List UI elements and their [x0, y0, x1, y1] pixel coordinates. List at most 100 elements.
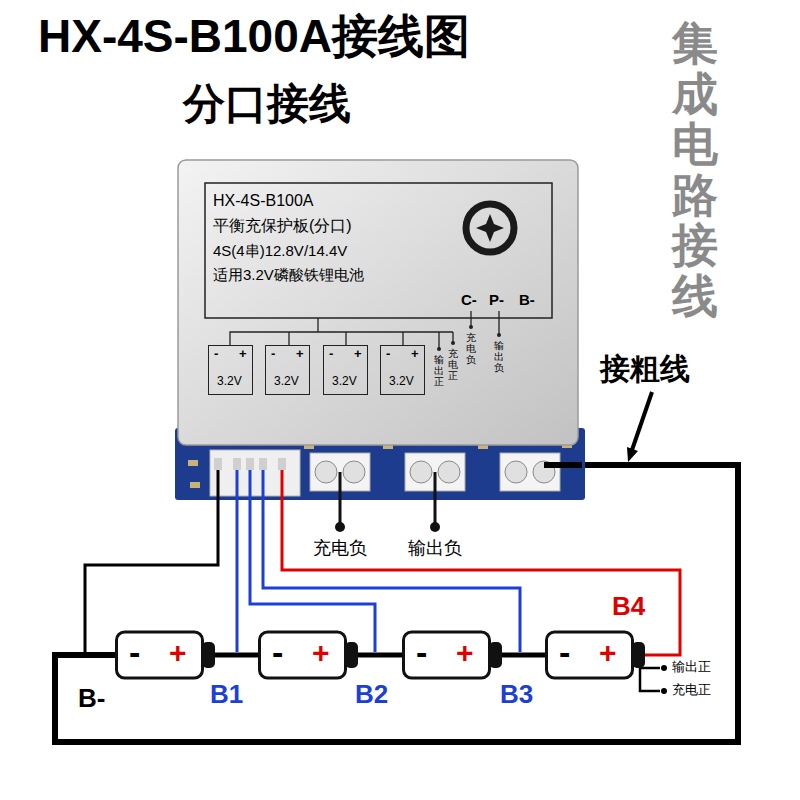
- leader-line: [434, 472, 437, 524]
- terminal-sign: +: [169, 636, 187, 671]
- wire-connector: [502, 653, 545, 658]
- printed-dot: [497, 333, 501, 337]
- terminal-sign: -: [272, 633, 283, 672]
- terminal-bolt: [315, 461, 337, 483]
- terminal-bolt: [438, 461, 460, 483]
- board-print: 4S(4串)12.8V/14.4V: [213, 242, 347, 259]
- board-print: 输出正: [434, 354, 444, 387]
- screw-terminal: [500, 453, 560, 491]
- battery-body: [117, 632, 203, 678]
- smd-part: [188, 460, 198, 466]
- callout-label: B4: [612, 592, 645, 622]
- callout-label: 集成电路接线: [672, 18, 718, 322]
- terminal-sign: 3.2V: [389, 375, 414, 389]
- pin-wire: [217, 470, 220, 500]
- battery-cap: [489, 642, 502, 668]
- terminal-sign: +: [411, 347, 419, 362]
- battery-body: [260, 632, 346, 678]
- callout-label: 充电正: [672, 683, 711, 698]
- printed-cell: - +3.2V: [265, 345, 310, 395]
- pin-wire: [249, 470, 252, 500]
- printed-cell: - +3.2V: [323, 345, 368, 395]
- callout-label: B2: [355, 680, 388, 710]
- terminal-sign: -: [386, 347, 390, 362]
- battery-cap: [202, 642, 215, 668]
- balance-wire: [263, 500, 520, 652]
- battery-cell: -+: [258, 630, 358, 680]
- callout-label: 输出正: [672, 660, 711, 675]
- terminal-bolt: [410, 461, 432, 483]
- board-print: 充电正: [448, 348, 458, 381]
- connector-pin: [278, 458, 286, 470]
- terminal-sign: 3.2V: [274, 375, 299, 389]
- terminal-sign: 3.2V: [217, 375, 242, 389]
- terminal-sign: -: [329, 347, 333, 362]
- connector-pin: [214, 458, 222, 470]
- callout-label: 分口接线: [183, 80, 351, 128]
- terminal-sign: +: [312, 636, 330, 671]
- terminal-sign: -: [559, 633, 570, 672]
- title-text: HX-4S-B100A接线图: [38, 10, 470, 63]
- connector-pin: [233, 458, 241, 470]
- battery-body: [547, 632, 633, 678]
- battery-cap: [345, 642, 358, 668]
- terminal-sign: -: [129, 633, 140, 672]
- smd-part: [190, 482, 200, 488]
- printed-dot: [469, 325, 473, 329]
- terminal-sign: -: [214, 347, 218, 362]
- terminal-sign: +: [599, 636, 617, 671]
- board-print: C-: [461, 291, 477, 308]
- terminal-bolt: [343, 461, 365, 483]
- printed-wiring: [230, 311, 499, 348]
- board-print: P-: [489, 291, 504, 308]
- logo-star: [476, 214, 504, 242]
- thick-wire-stub: [544, 462, 582, 468]
- board-print: 输出负: [494, 340, 504, 373]
- board-print: 平衡充保护板(分口): [213, 217, 352, 235]
- terminal-sign: 3.2V: [332, 375, 357, 389]
- callout-label: 输出负: [408, 538, 462, 559]
- printed-cell: - +3.2V: [208, 345, 253, 395]
- board-print: B-: [519, 291, 535, 308]
- wire-connector: [358, 653, 402, 658]
- connector-pin: [246, 458, 254, 470]
- terminal-bolt: [505, 461, 527, 483]
- connector-pin: [259, 458, 267, 470]
- terminal-sign: +: [296, 347, 304, 362]
- pin-wire: [281, 470, 284, 500]
- terminal-sign: +: [239, 347, 247, 362]
- printed-cell: - +3.2V: [380, 345, 425, 395]
- pointer-arrowhead: [627, 447, 638, 462]
- printed-frame: [205, 183, 552, 318]
- terminal-dot: [335, 522, 345, 532]
- callout-label: B-: [78, 684, 105, 714]
- pin-wire: [236, 470, 239, 500]
- board-print: 充电负: [466, 332, 476, 365]
- terminal-dot: [661, 688, 667, 694]
- wire-connector: [55, 465, 738, 742]
- terminal-sign: +: [456, 636, 474, 671]
- balance-wire: [236, 500, 239, 652]
- terminal-dot: [661, 665, 667, 671]
- callout-label: 接粗线: [600, 352, 690, 387]
- pointer-arrow: [632, 392, 652, 450]
- battery-body: [404, 632, 490, 678]
- logo-ring: [466, 204, 514, 252]
- terminal-sign: +: [354, 347, 362, 362]
- printed-dot: [437, 347, 441, 351]
- callout-label: 充电负: [313, 538, 367, 559]
- pin-wire: [262, 470, 265, 500]
- printed-dot: [451, 341, 455, 345]
- balance-connector: [210, 450, 300, 496]
- board-illustration: [178, 160, 582, 500]
- battery-cell: -+: [402, 630, 502, 680]
- terminal-sign: -: [416, 633, 427, 672]
- callout-label: B3: [500, 680, 533, 710]
- metal-plate: [178, 160, 578, 445]
- wire-connector: [215, 653, 258, 658]
- battery-cell: -+: [545, 630, 645, 680]
- callout-label: B1: [210, 680, 243, 710]
- terminal-sign: -: [271, 347, 275, 362]
- leader-line: [339, 472, 342, 524]
- board-print: 适用3.2V磷酸铁锂电池: [213, 266, 364, 283]
